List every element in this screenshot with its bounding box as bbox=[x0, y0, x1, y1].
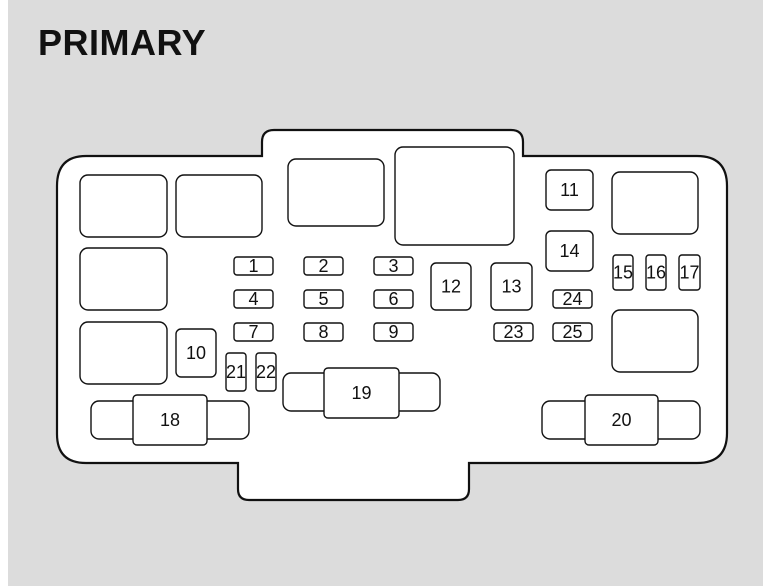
fuse-label: 14 bbox=[559, 241, 579, 261]
fuse-body bbox=[175, 328, 217, 378]
fuse-body bbox=[303, 289, 344, 309]
fuse-6: 6 bbox=[373, 289, 414, 309]
relay-slot bbox=[611, 309, 699, 373]
fuse-10: 10 bbox=[175, 328, 217, 378]
fuse-body bbox=[373, 322, 414, 342]
fuse-body bbox=[545, 230, 594, 272]
fuse-body bbox=[225, 352, 247, 392]
fuse-label: 18 bbox=[160, 410, 180, 430]
fuse-5: 5 bbox=[303, 289, 344, 309]
fuse-label: 21 bbox=[226, 362, 246, 382]
fuse-11: 11 bbox=[545, 169, 594, 211]
fuse-body bbox=[233, 289, 274, 309]
fuse-label: 11 bbox=[560, 180, 579, 200]
relay-slot bbox=[79, 247, 168, 311]
fuse-body bbox=[584, 394, 659, 446]
fuse-body bbox=[233, 322, 274, 342]
fuse-body bbox=[255, 352, 277, 392]
fuse-25: 25 bbox=[552, 322, 593, 342]
fuse-12: 12 bbox=[430, 262, 472, 311]
fuse-label: 20 bbox=[611, 410, 631, 430]
fuse-label: 1 bbox=[248, 256, 258, 276]
fuse-label: 6 bbox=[388, 289, 398, 309]
fuse-21: 21 bbox=[225, 352, 247, 392]
fuse-9: 9 bbox=[373, 322, 414, 342]
fuse-body bbox=[323, 367, 400, 419]
fuse-label: 19 bbox=[351, 383, 371, 403]
relay-slot bbox=[394, 146, 515, 246]
relay-slot bbox=[611, 171, 699, 235]
fuse-label: 12 bbox=[441, 277, 461, 297]
fuse-24: 24 bbox=[552, 289, 593, 309]
fuse-body bbox=[493, 322, 534, 342]
fuse-label: 13 bbox=[501, 277, 521, 297]
fuse-label: 7 bbox=[248, 322, 258, 342]
fuse-3: 3 bbox=[373, 256, 414, 276]
relay-slot bbox=[79, 174, 168, 238]
fuse-body bbox=[303, 322, 344, 342]
fuse-8: 8 bbox=[303, 322, 344, 342]
fuse-body bbox=[373, 289, 414, 309]
fuse-body bbox=[430, 262, 472, 311]
fuse-4: 4 bbox=[233, 289, 274, 309]
fuse-body bbox=[612, 254, 634, 291]
fuse-label: 10 bbox=[186, 343, 206, 363]
fuse-label: 16 bbox=[646, 263, 666, 283]
fuse-body bbox=[552, 289, 593, 309]
fuse-body bbox=[303, 256, 344, 276]
fuse-16: 16 bbox=[645, 254, 667, 291]
fuse-label: 5 bbox=[318, 289, 328, 309]
fuse-body bbox=[132, 394, 208, 446]
fuse-label: 2 bbox=[318, 256, 328, 276]
fuse-15: 15 bbox=[612, 254, 634, 291]
fuse-label: 22 bbox=[256, 362, 276, 382]
fuse-body bbox=[678, 254, 701, 291]
fuse-label: 17 bbox=[679, 263, 699, 283]
fuse-17: 17 bbox=[678, 254, 701, 291]
fuse-20: 20 bbox=[584, 394, 659, 446]
fuse-body bbox=[373, 256, 414, 276]
relay-slot bbox=[175, 174, 263, 238]
fuse-label: 4 bbox=[248, 289, 258, 309]
fuse-body bbox=[552, 322, 593, 342]
fuse-7: 7 bbox=[233, 322, 274, 342]
fuse-19: 19 bbox=[323, 367, 400, 419]
fuse-label: 9 bbox=[388, 322, 398, 342]
fuse-18: 18 bbox=[132, 394, 208, 446]
fuse-22: 22 bbox=[255, 352, 277, 392]
relay-slot bbox=[79, 321, 168, 385]
fuse-label: 15 bbox=[613, 263, 633, 283]
fuse-label: 23 bbox=[503, 322, 523, 342]
fuse-1: 1 bbox=[233, 256, 274, 276]
fuse-label: 24 bbox=[562, 289, 582, 309]
relay-slot bbox=[287, 158, 385, 227]
fuse-body bbox=[545, 169, 594, 211]
fuse-body bbox=[645, 254, 667, 291]
fuse-body bbox=[233, 256, 274, 276]
fuse-body bbox=[490, 262, 533, 311]
diagram-title: PRIMARY bbox=[38, 22, 207, 63]
fuse-2: 2 bbox=[303, 256, 344, 276]
fuse-13: 13 bbox=[490, 262, 533, 311]
fuse-14: 14 bbox=[545, 230, 594, 272]
fuse-layer: 1 2 3 4 5 6 7 8 9 10 11 12 13 14 15 16 1… bbox=[132, 169, 701, 446]
fuse-23: 23 bbox=[493, 322, 534, 342]
fuse-label: 3 bbox=[388, 256, 398, 276]
fuse-label: 25 bbox=[562, 322, 582, 342]
fuse-label: 8 bbox=[318, 322, 328, 342]
